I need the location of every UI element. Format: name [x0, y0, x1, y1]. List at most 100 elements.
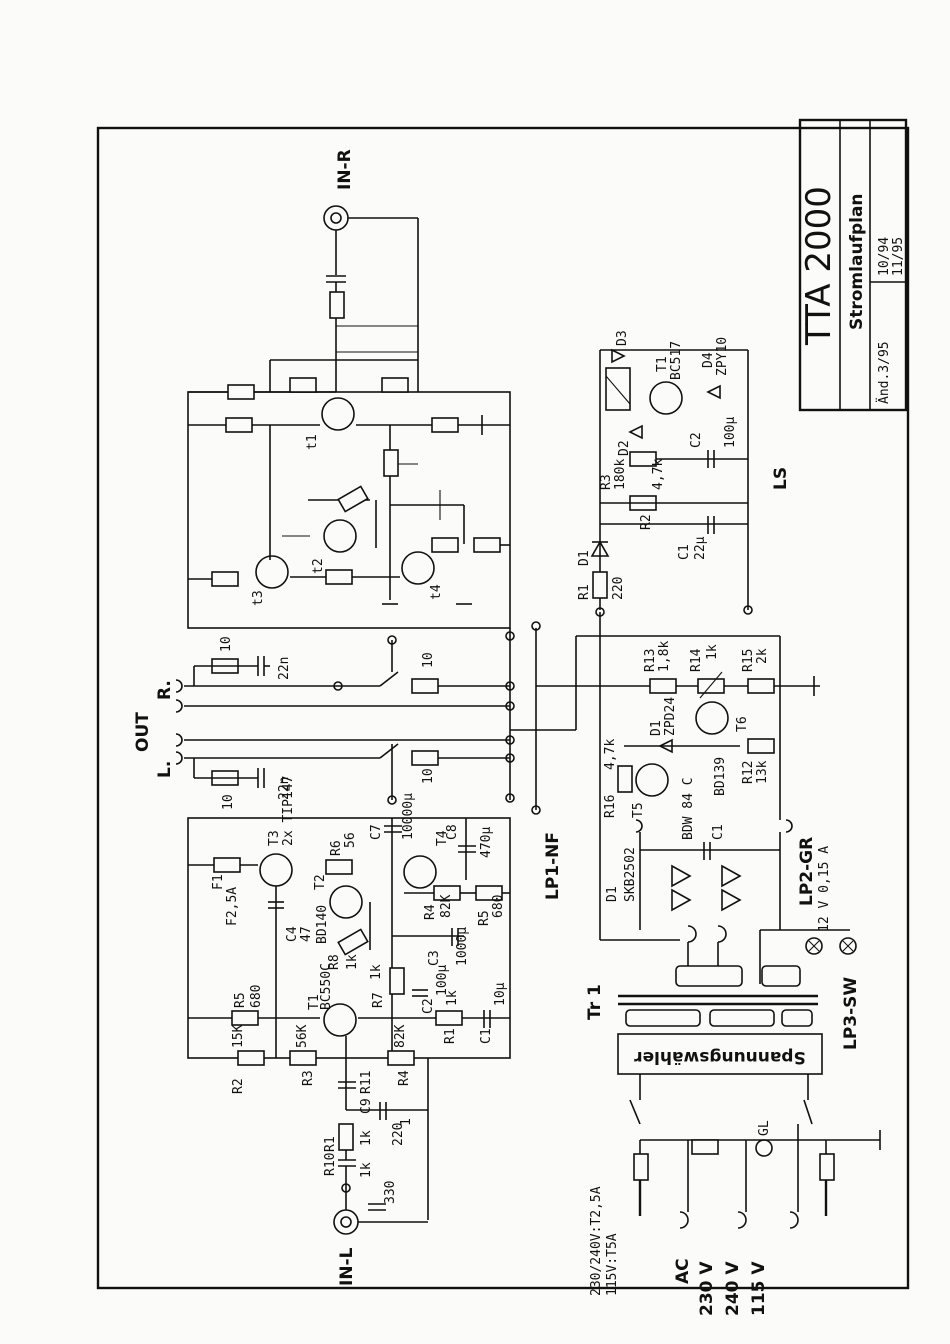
t2-transistor-icon: [323, 519, 357, 553]
t1-label: t1: [305, 434, 320, 450]
secondary-winding-2-icon: [761, 965, 801, 987]
amp-right-block: IN-R t1 t2 t3: [187, 149, 511, 629]
ls-r1-ref: R1: [577, 584, 592, 600]
t1-transistor-icon: [321, 397, 355, 431]
ls-d4-ref: D4: [701, 352, 716, 368]
r4-ref: R4: [397, 1070, 412, 1086]
r3-ref: R3: [301, 1070, 316, 1086]
c2-ref: R11: [359, 1071, 374, 1094]
t5-ref: T5: [631, 802, 646, 818]
ac-115-label: 115 V: [749, 1261, 769, 1316]
r15-ref: R15: [741, 649, 756, 672]
out-r10-mid-r: 10: [421, 652, 436, 668]
ls-label: LS: [771, 467, 791, 490]
r6-ref: R1: [443, 1028, 458, 1044]
r11-value: 56: [343, 832, 358, 848]
ls-r1-value: 220: [611, 577, 626, 600]
c4-value: 100µ: [435, 965, 450, 996]
c5-ref: C3: [427, 950, 442, 966]
ls-c1-ref: C1: [677, 544, 692, 560]
t4-ref: T4: [435, 830, 450, 846]
out-c22n-bot: 22n: [277, 777, 292, 800]
fuse-2-icon: [819, 1153, 835, 1181]
r5-value: 680: [249, 985, 264, 1008]
t6-ref: T6: [735, 716, 750, 732]
fuse-note-2: 115V:T5A: [605, 1233, 620, 1296]
out-r10-mid-l: 10: [421, 768, 436, 784]
r16-ref: R16: [603, 795, 618, 818]
t4-power-transistor-icon: [403, 855, 437, 889]
t4-label: t4: [429, 584, 444, 600]
ls-r3-value: 180k: [613, 459, 628, 490]
t3-value: 2x TIP147: [281, 776, 296, 846]
revision-1: Änd.3/95: [876, 341, 892, 404]
t6-transistor-icon: [695, 701, 729, 735]
in-r-jack-icon: [323, 205, 349, 231]
t5-transistor-icon: [635, 763, 669, 797]
r10-ref: R5: [477, 910, 492, 926]
r4-value: 82K: [393, 1024, 408, 1048]
c8-ref: C8: [445, 824, 460, 840]
r11-ref: R6: [329, 840, 344, 856]
c7-ref: C7: [369, 824, 384, 840]
ls-c1-value: 22µ: [693, 536, 708, 560]
t2-value: BD140: [315, 905, 330, 944]
c6-ref: C4: [285, 926, 300, 942]
ls-r3-ref: R3: [599, 474, 614, 490]
in-l-label: IN-L: [337, 1247, 357, 1286]
svg-text:2x TIP147: 2x TIP147: [281, 776, 296, 846]
bridge-value: SKB2502: [623, 847, 638, 902]
fuse-1-icon: [633, 1153, 649, 1181]
fuse-note-1: 230/240V:T2,5A: [589, 1186, 604, 1296]
psu-c1-ref: C1: [711, 824, 726, 840]
t1-input-transistor-icon: [323, 1003, 357, 1037]
c6-value: 47: [299, 926, 314, 942]
r1-ref: R1: [323, 1136, 338, 1152]
c1-value: 1k: [359, 1162, 374, 1178]
ls-d4-value: ZPY10: [715, 337, 730, 376]
ac-label: AC: [673, 1258, 693, 1284]
r7-ref: R7: [371, 992, 386, 1008]
r14-ref: R14: [689, 648, 704, 672]
r1-value: 1k: [359, 1130, 374, 1146]
c3-ref: C1: [479, 1028, 494, 1044]
bridge-diode-icon: [671, 864, 692, 888]
r8-value: 1k: [345, 954, 360, 970]
t1-value: BC550C: [319, 963, 334, 1010]
drawing-frame: [96, 126, 910, 1290]
r10-value: 680: [491, 895, 506, 918]
psu-d1-value: ZPD24: [663, 697, 678, 736]
ls-c2-value: 100µ: [723, 417, 738, 448]
tr1-label: Tr 1: [585, 984, 605, 1020]
subtitle-text: Stromlaufplan: [847, 193, 867, 330]
out-label: OUT: [133, 712, 153, 752]
r14-value: 1k: [705, 644, 720, 660]
t1-ref: T1: [307, 994, 322, 1010]
ac-240-label: 240 V: [723, 1261, 743, 1316]
c9-value: 220: [391, 1123, 406, 1146]
r9-value: 82K: [439, 894, 454, 918]
r5-ref: R5: [233, 992, 248, 1008]
t4-transistor-icon: [401, 551, 435, 585]
r8-ref: R8: [327, 954, 342, 970]
t6-value: BD139: [713, 757, 728, 796]
secondary-winding-1-icon: [675, 965, 743, 987]
ls-d1-ref: D1: [577, 550, 592, 566]
t3-power-transistor-icon: [259, 853, 293, 887]
svg-text:230/240V:T2,5A: 230/240V:T2,5A: [589, 1186, 604, 1296]
lamp-1-icon: [805, 937, 823, 955]
out-r-label: R.: [155, 680, 175, 700]
r12-ref: R12: [741, 761, 756, 784]
c9-ref: C9: [359, 1098, 374, 1114]
r15-value: 2k: [755, 648, 770, 664]
svg-text:T3: T3: [267, 830, 282, 846]
lp2-label: LP2-GR: [797, 837, 817, 906]
out-r10-top: 10: [219, 636, 234, 652]
t3-transistor-icon: [255, 555, 289, 589]
revision-2: 10/94: [877, 237, 892, 276]
ls-c2-ref: C2: [689, 432, 704, 448]
amp-left-block: LP1-NF T3 2x TIP147 F1 F2,5A R6 56 T4 C7…: [187, 776, 563, 1286]
lp3-label: LP3-SW: [841, 977, 861, 1050]
r13-value: 1,8k: [657, 641, 672, 672]
